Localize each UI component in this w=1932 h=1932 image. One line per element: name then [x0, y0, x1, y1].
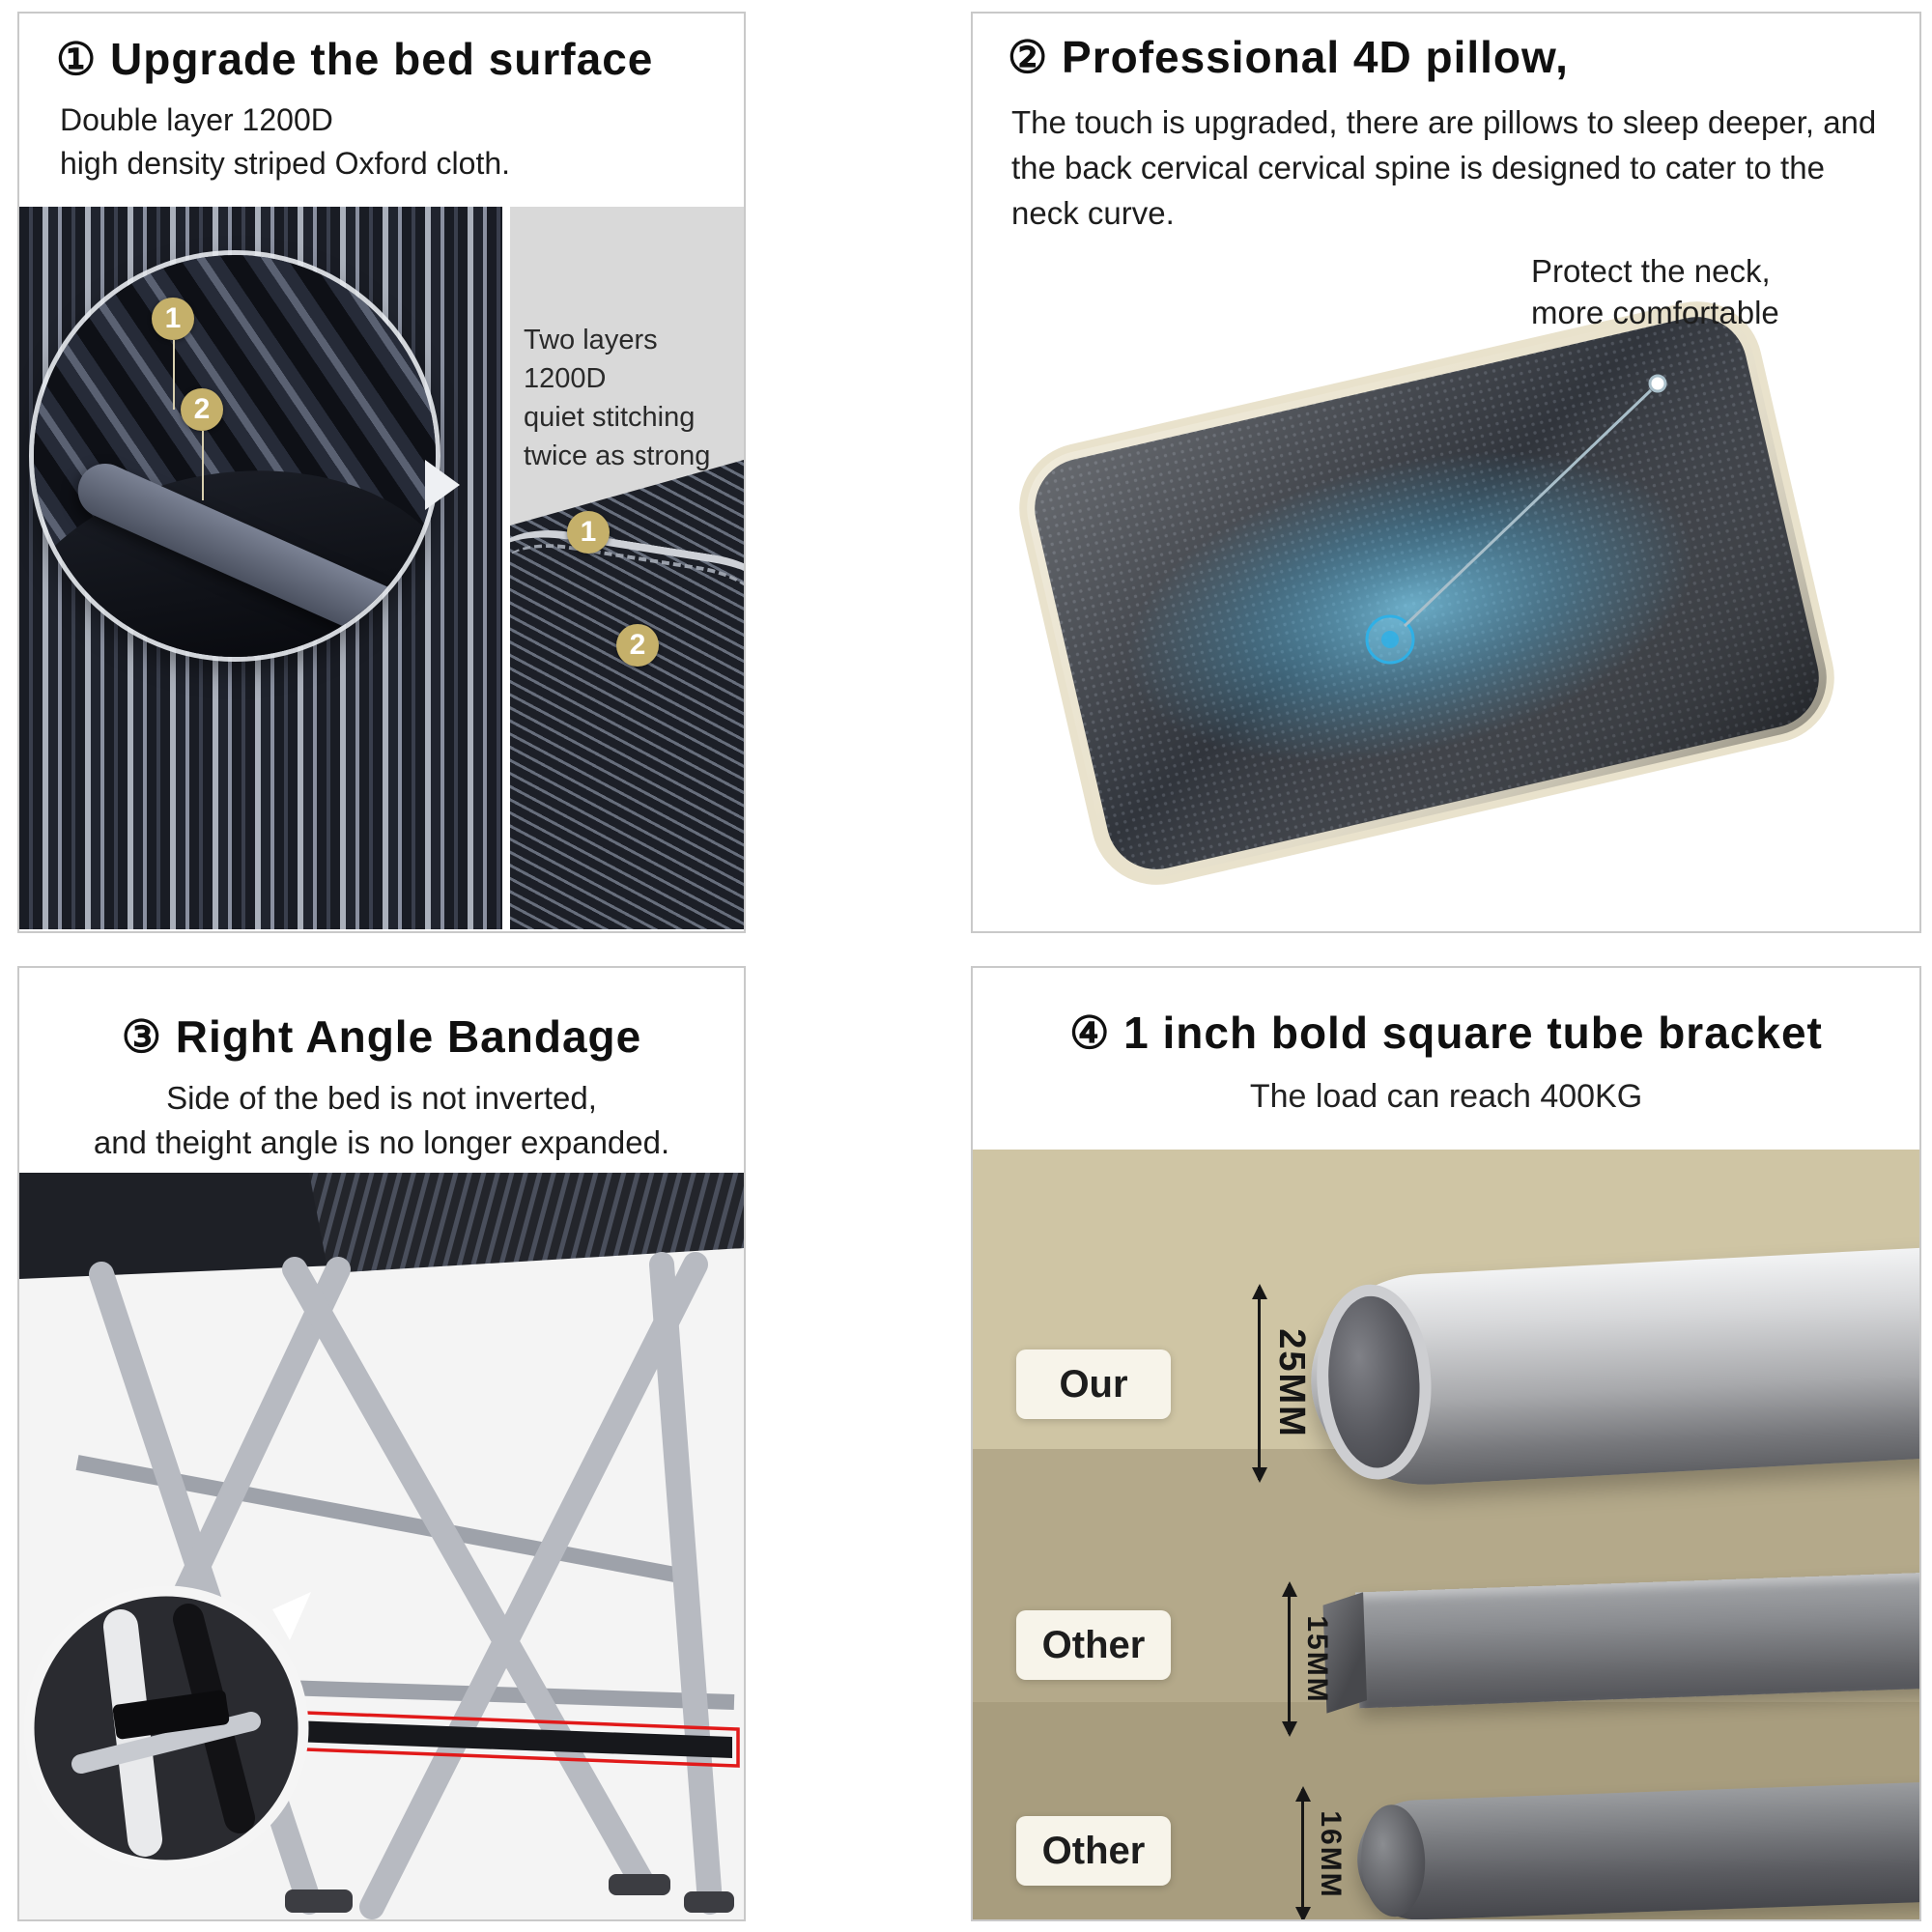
blue-glow — [1125, 451, 1695, 763]
panel3-body: Side of the bed is not inverted, and the… — [19, 1076, 744, 1164]
other-round-tube-photo — [1355, 1781, 1919, 1919]
caption-line2: quiet stitching — [524, 402, 696, 434]
panel4-subtitle: The load can reach 400KG — [1249, 1078, 1643, 1115]
tube-comparison: Our 25MM Other 15MM Other 16MM — [973, 1150, 1919, 1919]
layer-1-badge-number: 1 — [164, 302, 182, 334]
caption-line1: Two layers 1200D — [524, 325, 658, 395]
panel-bed-surface: ① Upgrade the bed surface Double layer 1… — [17, 12, 746, 933]
panel1-subtitle: Double layer 1200D high density striped … — [60, 99, 510, 185]
stitched-fabric-photo — [510, 460, 744, 929]
frame-feet — [285, 1874, 734, 1913]
zoom-pointer-icon — [425, 460, 460, 510]
dim-15mm-text: 15MM — [1301, 1614, 1333, 1704]
stitch-badge-2-number: 2 — [629, 629, 646, 661]
our-label: Our — [1016, 1350, 1171, 1419]
panel3-title: ③ Right Angle Bandage — [121, 1011, 642, 1062]
our-label-text: Our — [1059, 1362, 1128, 1406]
panel2-title: ② Professional 4D pillow, — [1008, 32, 1569, 82]
panel-right-angle-bandage: ③ Right Angle Bandage Side of the bed is… — [17, 966, 746, 1921]
pillow-shape — [1019, 301, 1834, 885]
other1-label: Other — [1016, 1610, 1171, 1680]
striped-fabric-photo: 1 2 — [19, 207, 502, 929]
caption-line3: twice as strong — [524, 440, 711, 472]
annotation-line1: Protect the neck, — [1531, 253, 1771, 289]
zoom-pointer-icon — [272, 1592, 311, 1640]
stitch-seam — [510, 521, 744, 640]
dim-16mm-text: 16MM — [1315, 1809, 1347, 1899]
panel1-subtitle-line1: Double layer 1200D — [60, 102, 333, 137]
panel-4d-pillow: ② Professional 4D pillow, The touch is u… — [971, 12, 1921, 933]
pillow-annotation: Protect the neck, more comfortable — [1531, 251, 1779, 334]
panel4-title: ④ 1 inch bold square tube bracket — [1069, 1008, 1823, 1058]
other2-label: Other — [1016, 1816, 1171, 1886]
stitch-badge-1: 1 — [567, 511, 610, 554]
bed-frame-photo — [19, 1173, 744, 1919]
panel-tube-bracket: ④ 1 inch bold square tube bracket The lo… — [971, 966, 1921, 1921]
panel3-body-line2: and theight angle is no longer expanded. — [93, 1123, 670, 1160]
bed-fabric-edge — [309, 1173, 744, 1273]
layer-1-badge: 1 — [152, 298, 194, 410]
panel1-subtitle-line2: high density striped Oxford cloth. — [60, 145, 511, 181]
other2-label-text: Other — [1041, 1829, 1146, 1872]
layer-2-badge-number: 2 — [193, 393, 211, 425]
annotation-leader-end — [1648, 374, 1667, 393]
our-tube-photo — [1305, 1247, 1919, 1491]
panel2-body: The touch is upgraded, there are pillows… — [1011, 104, 1877, 231]
dim-25mm: 25MM — [1252, 1284, 1312, 1483]
dim-25mm-text: 25MM — [1271, 1328, 1312, 1438]
dim-15mm: 15MM — [1282, 1581, 1333, 1737]
joint-zoom-content — [71, 1604, 261, 1857]
neck-target-dot — [1381, 631, 1399, 648]
panel3-body-line1: Side of the bed is not inverted, — [166, 1080, 597, 1116]
other1-label-text: Other — [1041, 1623, 1146, 1666]
other-square-tube-photo — [1322, 1572, 1919, 1714]
stitch-badge-1-number: 1 — [580, 516, 597, 548]
panel1-title: ① Upgrade the bed surface — [56, 34, 654, 84]
pillow-photo — [1019, 301, 1834, 885]
layer-2-badge: 2 — [181, 388, 223, 500]
annotation-leader-line — [1403, 388, 1653, 628]
stitch-badge-2: 2 — [616, 624, 659, 667]
dim-16mm: 16MM — [1295, 1786, 1347, 1919]
fabric-zoom-circle: 1 2 — [34, 255, 436, 657]
annotation-line2: more comfortable — [1531, 294, 1779, 330]
stitching-caption: Two layers 1200D quiet stitching twice a… — [524, 321, 744, 475]
